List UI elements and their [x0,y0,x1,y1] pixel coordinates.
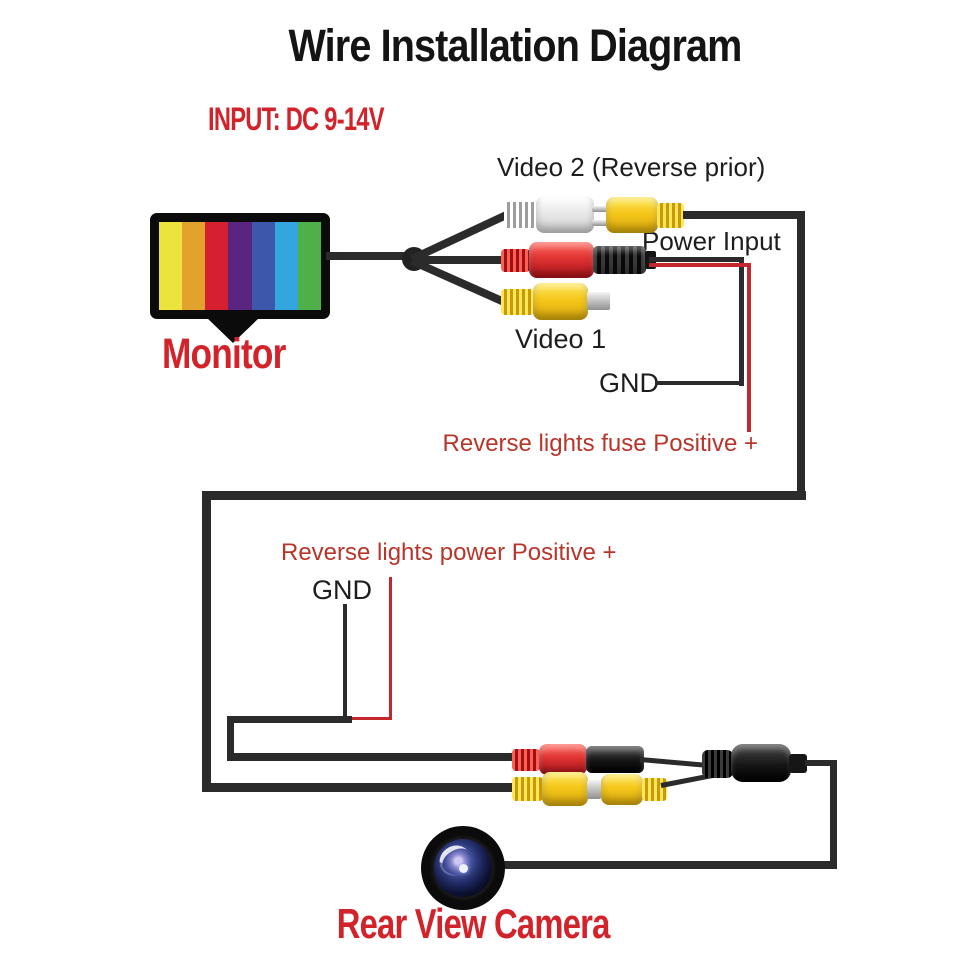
reverse-power-lead-v [389,577,392,720]
video2-cable-right [683,211,805,219]
reverse-fuse-label: Reverse lights fuse Positive + [442,430,758,457]
main-cable-left-vertical [202,491,211,791]
video1-yellow-rca [533,283,588,320]
color-bar [182,222,206,310]
camera-video-metal-band [587,780,601,799]
branch-power-cable [412,256,510,264]
color-bar [228,222,252,310]
monitor-bars [159,222,321,310]
gnd-bottom-lead [343,604,347,720]
video1-label: Video 1 [515,324,607,354]
power-bundle-bottom-horizontal [227,753,524,761]
camera-power-black-barrel [586,746,644,773]
gnd-top-pointer-line [655,381,741,385]
video1-strain-relief [501,289,534,315]
video2-white-rca-strain-relief [504,202,537,228]
video2-label: Video 2 (Reverse prior) [497,152,766,182]
power-bundle-top-horizontal [227,716,352,723]
video1-metal-tip [587,292,610,310]
video2-white-rca-female [536,196,594,233]
monitor-screen [150,213,330,319]
power-positive-lead-v [747,263,751,432]
camera-hub-barrel [731,744,791,782]
power-positive-lead-h [649,263,751,267]
video2-rca-prong-bottom [592,220,608,226]
color-bar [251,222,275,310]
camera-cable-h2 [498,861,837,869]
color-bar [297,222,321,310]
power-red-rca [529,242,594,278]
power-red-strain-relief [501,249,530,272]
color-bar [159,222,183,310]
video2-yellow-strain-relief [657,203,684,228]
camera-label: Rear View Camera [336,900,611,947]
camera-lens [421,826,505,910]
input-rating-label: INPUT: DC 9-14V [208,101,384,137]
camera-hub-strain-relief [702,750,733,778]
power-black-barrel [593,246,646,274]
color-bar [205,222,229,310]
power-bundle-vertical [227,716,234,761]
camera-cable-h1 [805,760,835,766]
camera-cable-vertical [830,760,837,868]
camera-hub-tip [789,754,807,773]
camera-power-red-rca [539,744,587,775]
video2-rca-prong-top [592,206,608,212]
branch-video2-cable [410,210,510,263]
monitor-stand-pointer [206,317,260,343]
video2-yellow-rca-male [606,197,658,233]
camera-power-red-strain-relief [512,749,540,771]
monitor-label: Monitor [162,330,286,378]
branch-video1-cable [410,257,511,308]
reverse-power-lead-h [346,717,391,720]
camera-lens-center-dot [459,864,468,873]
main-cable-right-vertical [797,211,805,500]
power-gnd-lead-v [739,257,744,386]
gnd-top-label: GND [599,368,659,398]
power-input-label: Power Input [642,226,781,256]
reverse-power-label: Reverse lights power Positive + [281,539,617,566]
color-bar [274,222,298,310]
page-title: Wire Installation Diagram [288,20,743,71]
main-cable-bottom-horizontal [202,783,524,792]
monitor-cable [326,252,406,260]
camera-video-yellow-female [542,772,588,806]
main-cable-middle-horizontal [202,491,806,500]
camera-video-strain-relief [512,777,543,801]
power-gnd-lead-h [649,257,744,262]
camera-video-yellow-male [601,774,643,805]
gnd-bottom-label: GND [312,575,372,605]
